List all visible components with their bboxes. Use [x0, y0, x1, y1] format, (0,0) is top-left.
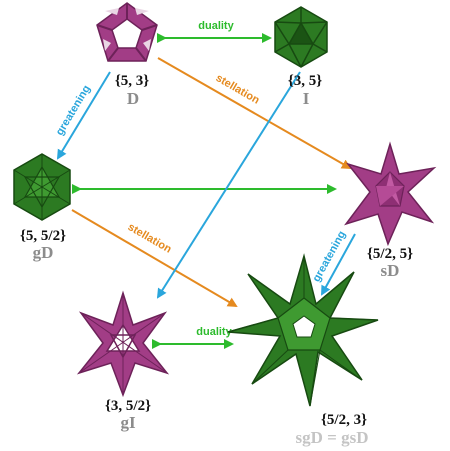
- node-gI-symbol: gI: [120, 413, 136, 432]
- great-icosahedron-icon: [76, 290, 170, 398]
- node-sgD-symbol: sgD = gsD: [296, 428, 369, 447]
- node-gD-schlafli: {5, 5/2}: [20, 228, 66, 244]
- node-sD-symbol: sD: [381, 261, 400, 280]
- stellation-arrow-bottom: [71, 209, 238, 308]
- node-gD-symbol: gD: [33, 243, 54, 262]
- node-I-schlafli: {3, 5}: [288, 73, 322, 89]
- node-sD-schlafli: {5/2, 5}: [367, 246, 413, 262]
- greatening-arrow-right: [321, 233, 356, 296]
- stellation-arrow-top: [157, 57, 352, 169]
- duality-label-top: duality: [198, 20, 234, 32]
- great-dodecahedron-icon: [13, 153, 71, 221]
- duality-label-bottom: duality: [196, 326, 232, 338]
- node-sgD-schlafli: {5/2, 3}: [321, 412, 367, 428]
- stellation-label-top: stellation: [214, 72, 262, 107]
- dodecahedron-icon: [96, 2, 158, 62]
- greatening-arrow-left: [56, 71, 111, 160]
- greatening-arrow-center: [156, 71, 301, 299]
- icosahedron-icon: [274, 6, 328, 68]
- node-D-symbol: D: [127, 89, 139, 108]
- small-stellated-dodecahedron-icon: [344, 141, 437, 247]
- stellation-label-bottom: stellation: [126, 221, 174, 256]
- node-I-symbol: I: [303, 89, 310, 108]
- node-gI-schlafli: {3, 5/2}: [105, 398, 151, 414]
- node-D-schlafli: {5, 3}: [115, 73, 149, 89]
- great-stellated-dodecahedron-icon: [227, 253, 379, 407]
